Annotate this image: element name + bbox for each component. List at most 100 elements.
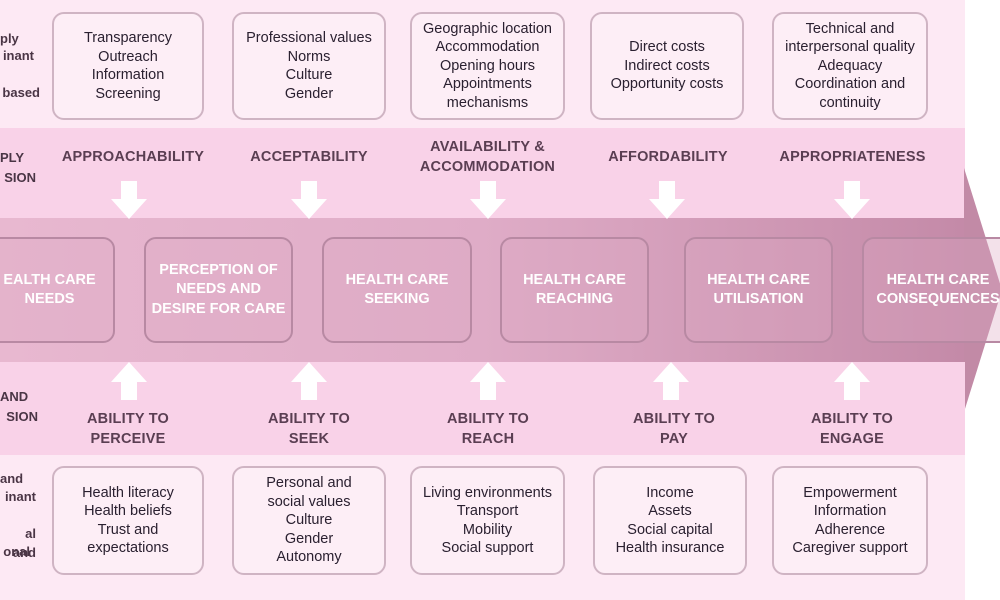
- determinant-item: Opening hours: [439, 57, 536, 74]
- supply-determinant-label: inant: [0, 46, 34, 65]
- determinant-item: Assets: [648, 503, 692, 519]
- determinant-item: Culture: [285, 67, 333, 83]
- dimension-label-line: SEEK: [288, 431, 330, 447]
- dimension-label-line: PERCEIVE: [90, 431, 166, 447]
- supply-determinants-box-acceptability: Professional values Norms Culture Gender: [232, 12, 386, 120]
- supply-dimension-appropriateness: APPROPRIATENESS: [765, 147, 940, 167]
- stage-label-line: HEALTH CARE: [523, 271, 626, 288]
- up-arrow-icon: [470, 362, 506, 400]
- determinant-item: mechanisms: [446, 94, 529, 111]
- dimension-label-line: ABILITY TO: [267, 411, 351, 427]
- determinant-item: Income: [646, 484, 694, 501]
- side-label-line: onal: [3, 544, 30, 559]
- determinant-item: Norms: [287, 48, 331, 65]
- determinant-item: interpersonal quality: [785, 39, 915, 56]
- supply-dimension-label: PLY: [0, 148, 25, 167]
- side-label-line: AND: [0, 389, 29, 404]
- dimension-label-line: ACCEPTABILITY: [250, 149, 368, 165]
- supply-determinants-box-appropriateness: Technical and interpersonal quality Adeq…: [772, 12, 928, 120]
- stage-label-line: CONSEQUENCES: [876, 291, 1000, 307]
- demand-dimension-perceive: ABILITY TO PERCEIVE: [48, 409, 208, 449]
- side-label-line: PLY: [0, 150, 25, 165]
- care-pathway-arrow: [0, 218, 965, 362]
- stage-consequences: HEALTH CARE CONSEQUENCES: [862, 237, 1000, 343]
- demand-determinants-box-pay: Income Assets Social capital Health insu…: [593, 466, 747, 575]
- determinant-item: Health insurance: [615, 540, 725, 556]
- dimension-label-line: APPROPRIATENESS: [779, 149, 926, 165]
- determinant-item: Technical and: [805, 20, 895, 37]
- determinant-item: Appointments: [443, 76, 532, 93]
- supply-dimension-acceptability: ACCEPTABILITY: [230, 147, 388, 167]
- determinant-item: Accommodation: [435, 39, 540, 56]
- determinant-item: Trust and: [97, 521, 159, 538]
- determinant-item: Outreach: [98, 48, 158, 65]
- determinant-item: Personal and: [266, 475, 352, 492]
- down-arrow-icon: [291, 181, 327, 219]
- demand-dimension-reach: ABILITY TO REACH: [408, 409, 568, 449]
- dimension-label-line: ABILITY TO: [86, 411, 170, 427]
- determinant-item: Caregiver support: [792, 540, 908, 556]
- up-arrow-icon: [834, 362, 870, 400]
- stage-reaching: HEALTH CARE REACHING: [500, 237, 649, 343]
- demand-dimension-label: SION: [0, 407, 38, 426]
- stage-label-line: NEEDS AND: [176, 281, 261, 298]
- stage-seeking: HEALTH CARE SEEKING: [322, 237, 472, 343]
- down-arrow-icon: [834, 181, 870, 219]
- determinant-item: continuity: [819, 94, 881, 111]
- determinant-item: Direct costs: [629, 39, 705, 56]
- stage-label-line: DESIRE FOR CARE: [151, 300, 286, 317]
- determinant-item: Social capital: [627, 521, 713, 538]
- determinant-item: Gender: [284, 530, 334, 547]
- stage-label-line: REACHING: [535, 291, 614, 307]
- stage-utilisation: HEALTH CARE UTILISATION: [684, 237, 833, 343]
- stage-health-care-needs: EALTH CARE NEEDS: [0, 237, 115, 343]
- dimension-label-line: APPROACHABILITY: [61, 149, 205, 165]
- demand-determinant-label: inant: [0, 487, 36, 506]
- determinant-item: Health beliefs: [84, 503, 172, 519]
- demand-determinant-label: and: [0, 469, 24, 488]
- determinant-item: Adequacy: [817, 57, 883, 74]
- determinant-item: Autonomy: [276, 549, 342, 566]
- dimension-label-line: AFFORDABILITY: [608, 149, 728, 165]
- down-arrow-icon: [649, 181, 685, 219]
- stage-label-line: NEEDS: [24, 291, 75, 307]
- determinant-item: expectations: [87, 540, 169, 556]
- supply-determinant-label: ply: [0, 29, 19, 48]
- side-label-line: based: [2, 85, 40, 100]
- dimension-label-line: ABILITY TO: [632, 411, 716, 427]
- stage-label-line: HEALTH CARE: [345, 271, 449, 288]
- dimension-label-line: ABILITY TO: [446, 411, 530, 427]
- demand-dimension-pay: ABILITY TO PAY: [594, 409, 754, 449]
- dimension-label-line: ABILITY TO: [810, 411, 894, 427]
- demand-determinants-box-reach: Living environments Transport Mobility S…: [410, 466, 565, 575]
- demand-determinants-box-engage: Empowerment Information Adherence Caregi…: [772, 466, 928, 575]
- up-arrow-icon: [111, 362, 147, 400]
- determinant-item: Professional values: [246, 30, 372, 46]
- determinant-item: Information: [91, 67, 165, 83]
- down-arrow-icon: [470, 181, 506, 219]
- demand-dimension-label: AND: [0, 387, 28, 406]
- side-label-line: SION: [6, 409, 38, 424]
- determinant-item: Coordination and: [794, 76, 906, 93]
- determinant-item: Geographic location: [423, 20, 552, 37]
- determinant-item: Empowerment: [803, 484, 897, 501]
- determinant-item: Mobility: [462, 521, 513, 538]
- up-arrow-icon: [653, 362, 689, 400]
- stage-perception: PERCEPTION OF NEEDS AND DESIRE FOR CARE: [144, 237, 293, 343]
- determinant-item: Transparency: [83, 30, 173, 46]
- stage-label-line: PERCEPTION OF: [159, 261, 278, 278]
- stage-label-line: HEALTH CARE: [707, 271, 810, 288]
- supply-dimension-affordability: AFFORDABILITY: [588, 147, 748, 167]
- side-label-line: inant: [2, 48, 34, 63]
- care-pathway-arrow-head: [964, 168, 1000, 412]
- determinant-item: Information: [813, 503, 887, 519]
- determinant-item: Gender: [284, 85, 334, 102]
- side-label-line: and: [0, 471, 24, 486]
- dimension-label-line: AVAILABILITY &: [430, 139, 545, 155]
- side-label-line: al and: [12, 526, 36, 560]
- determinant-item: Health literacy: [82, 484, 174, 501]
- determinant-item: Transport: [456, 503, 519, 519]
- dimension-label-line: ACCOMMODATION: [419, 159, 556, 175]
- demand-determinants-box-seek: Personal and social values Culture Gende…: [232, 466, 386, 575]
